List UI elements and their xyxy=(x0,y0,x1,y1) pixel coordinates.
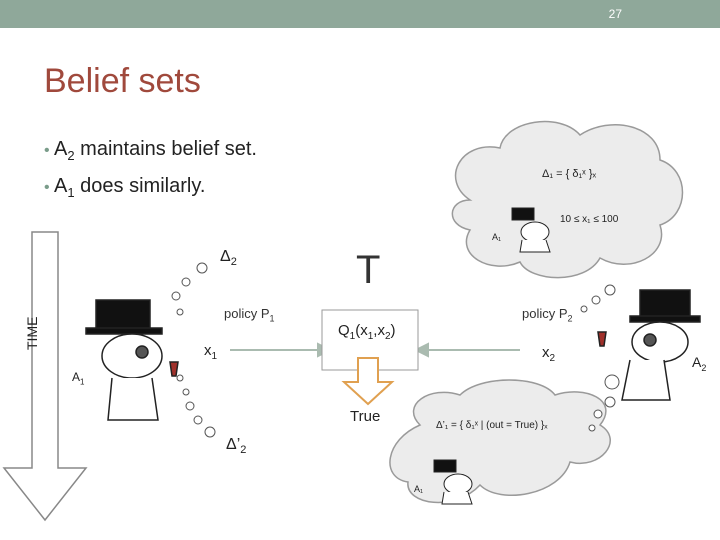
page-number: 27 xyxy=(608,7,622,21)
agent2-figure xyxy=(597,289,701,401)
cloud-bottom-set: Δ’₁ = { δ₁ˣ | (out = True) }ₓ xyxy=(436,420,548,431)
bullet-item-1: A2 maintains belief set. xyxy=(44,134,257,171)
policy1-label: policy P1 xyxy=(224,306,275,324)
x1-label: x1 xyxy=(204,342,218,362)
agent1-icon-cloud-top xyxy=(511,207,551,253)
agent2-label: A2 xyxy=(692,354,707,373)
result-arrow xyxy=(341,357,395,406)
thought-cloud-top xyxy=(451,120,684,279)
cloud-bottom-agent: A₁ xyxy=(414,484,424,494)
cloud-top-constraint: 10 ≤ x₁ ≤ 100 xyxy=(560,214,619,225)
bullet-item-2: A1 does similarly. xyxy=(44,171,257,208)
agent1-icon-cloud-bottom xyxy=(433,459,473,505)
query-label: Q1(x1,x2) xyxy=(338,322,396,342)
cloud-top-agent: A₁ xyxy=(492,232,502,242)
bullet-list: A2 maintains belief set. A1 does similar… xyxy=(44,134,257,208)
x2-label: x2 xyxy=(542,344,556,364)
thought-bubbles-agent2 xyxy=(580,284,620,432)
time-label: TIME xyxy=(24,316,40,350)
T-label: T xyxy=(356,248,381,292)
cloud-top-set: Δ₁ = { δ₁ˣ }ₓ xyxy=(542,168,597,180)
delta2-label: Δ2 xyxy=(220,248,237,269)
delta2-prime-label: Δ’2 xyxy=(226,436,247,457)
thought-bubbles-agent1 xyxy=(171,262,216,438)
agent1-label: A1 xyxy=(72,370,85,387)
policy2-label: policy P2 xyxy=(522,306,573,324)
time-arrow xyxy=(2,231,88,522)
result-label: True xyxy=(350,408,381,425)
slide-title: Belief sets xyxy=(44,62,201,100)
agent1-figure xyxy=(85,299,179,421)
slide-top-bar: 27 xyxy=(0,0,720,28)
